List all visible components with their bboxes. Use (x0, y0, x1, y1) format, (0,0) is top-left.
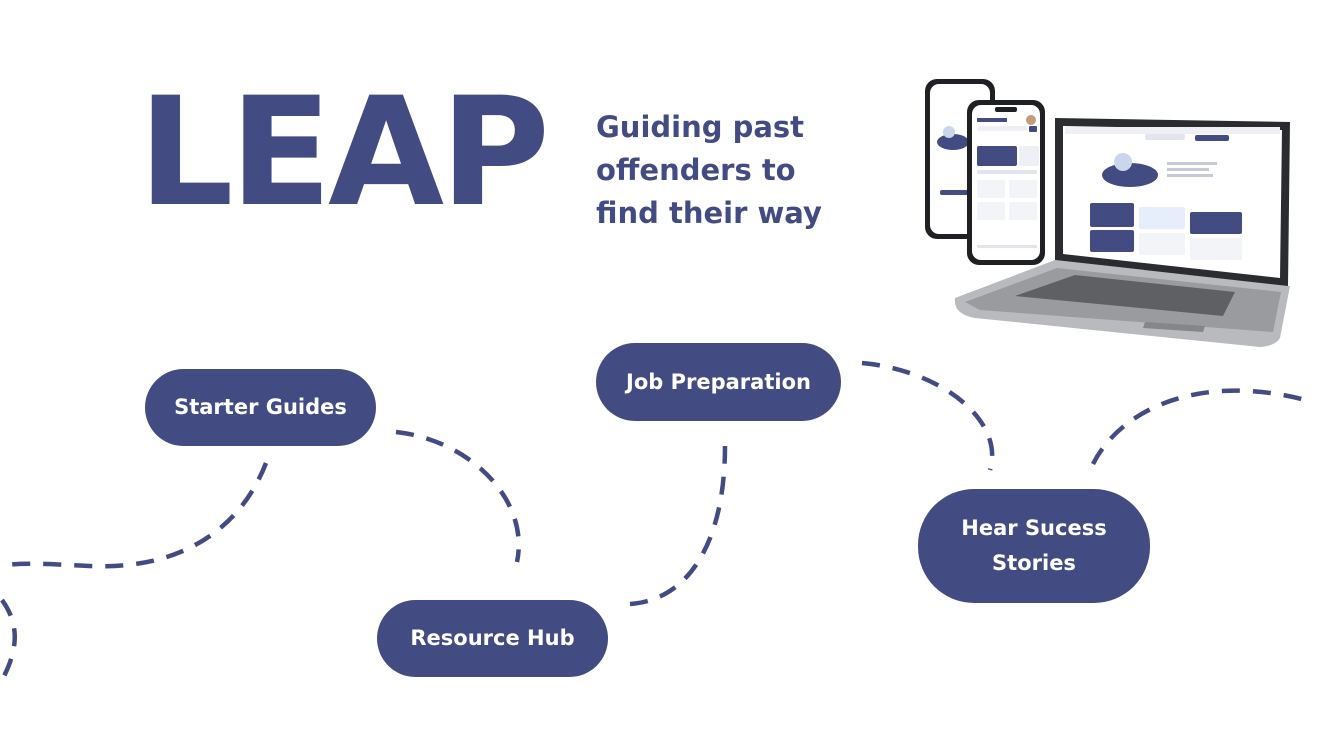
tagline-line-1: Guiding past (596, 110, 805, 144)
starter-guides-label: Starter Guides (174, 395, 347, 419)
job-preparation-button[interactable]: Job Preparation (596, 343, 841, 421)
dashed-path-starter-resource (395, 429, 521, 563)
devices-mockup-image (925, 79, 1290, 347)
starter-guides-button[interactable]: Starter Guides (145, 369, 376, 446)
job-preparation-label: Job Preparation (626, 369, 811, 394)
dashed-path-resource-job (629, 445, 728, 607)
dashed-path-left (0, 462, 269, 569)
dashed-path-job-hear (861, 360, 995, 471)
hear-success-label-line-1: Hear Sucess (961, 516, 1107, 540)
hear-success-stories-button[interactable]: Hear Sucess Stories (918, 489, 1150, 603)
tagline-line-3: find their way (596, 196, 822, 230)
hear-success-label-line-2: Stories (992, 551, 1076, 575)
dashed-path-hear-right (1090, 388, 1314, 466)
leap-logo: LEAP (138, 66, 550, 240)
resource-hub-button[interactable]: Resource Hub (377, 600, 608, 677)
dashed-path-left-bottom (0, 598, 17, 682)
tagline-line-2: offenders to (596, 153, 796, 187)
tagline: Guiding past offenders to find their way (596, 106, 856, 235)
resource-hub-label: Resource Hub (410, 626, 575, 650)
